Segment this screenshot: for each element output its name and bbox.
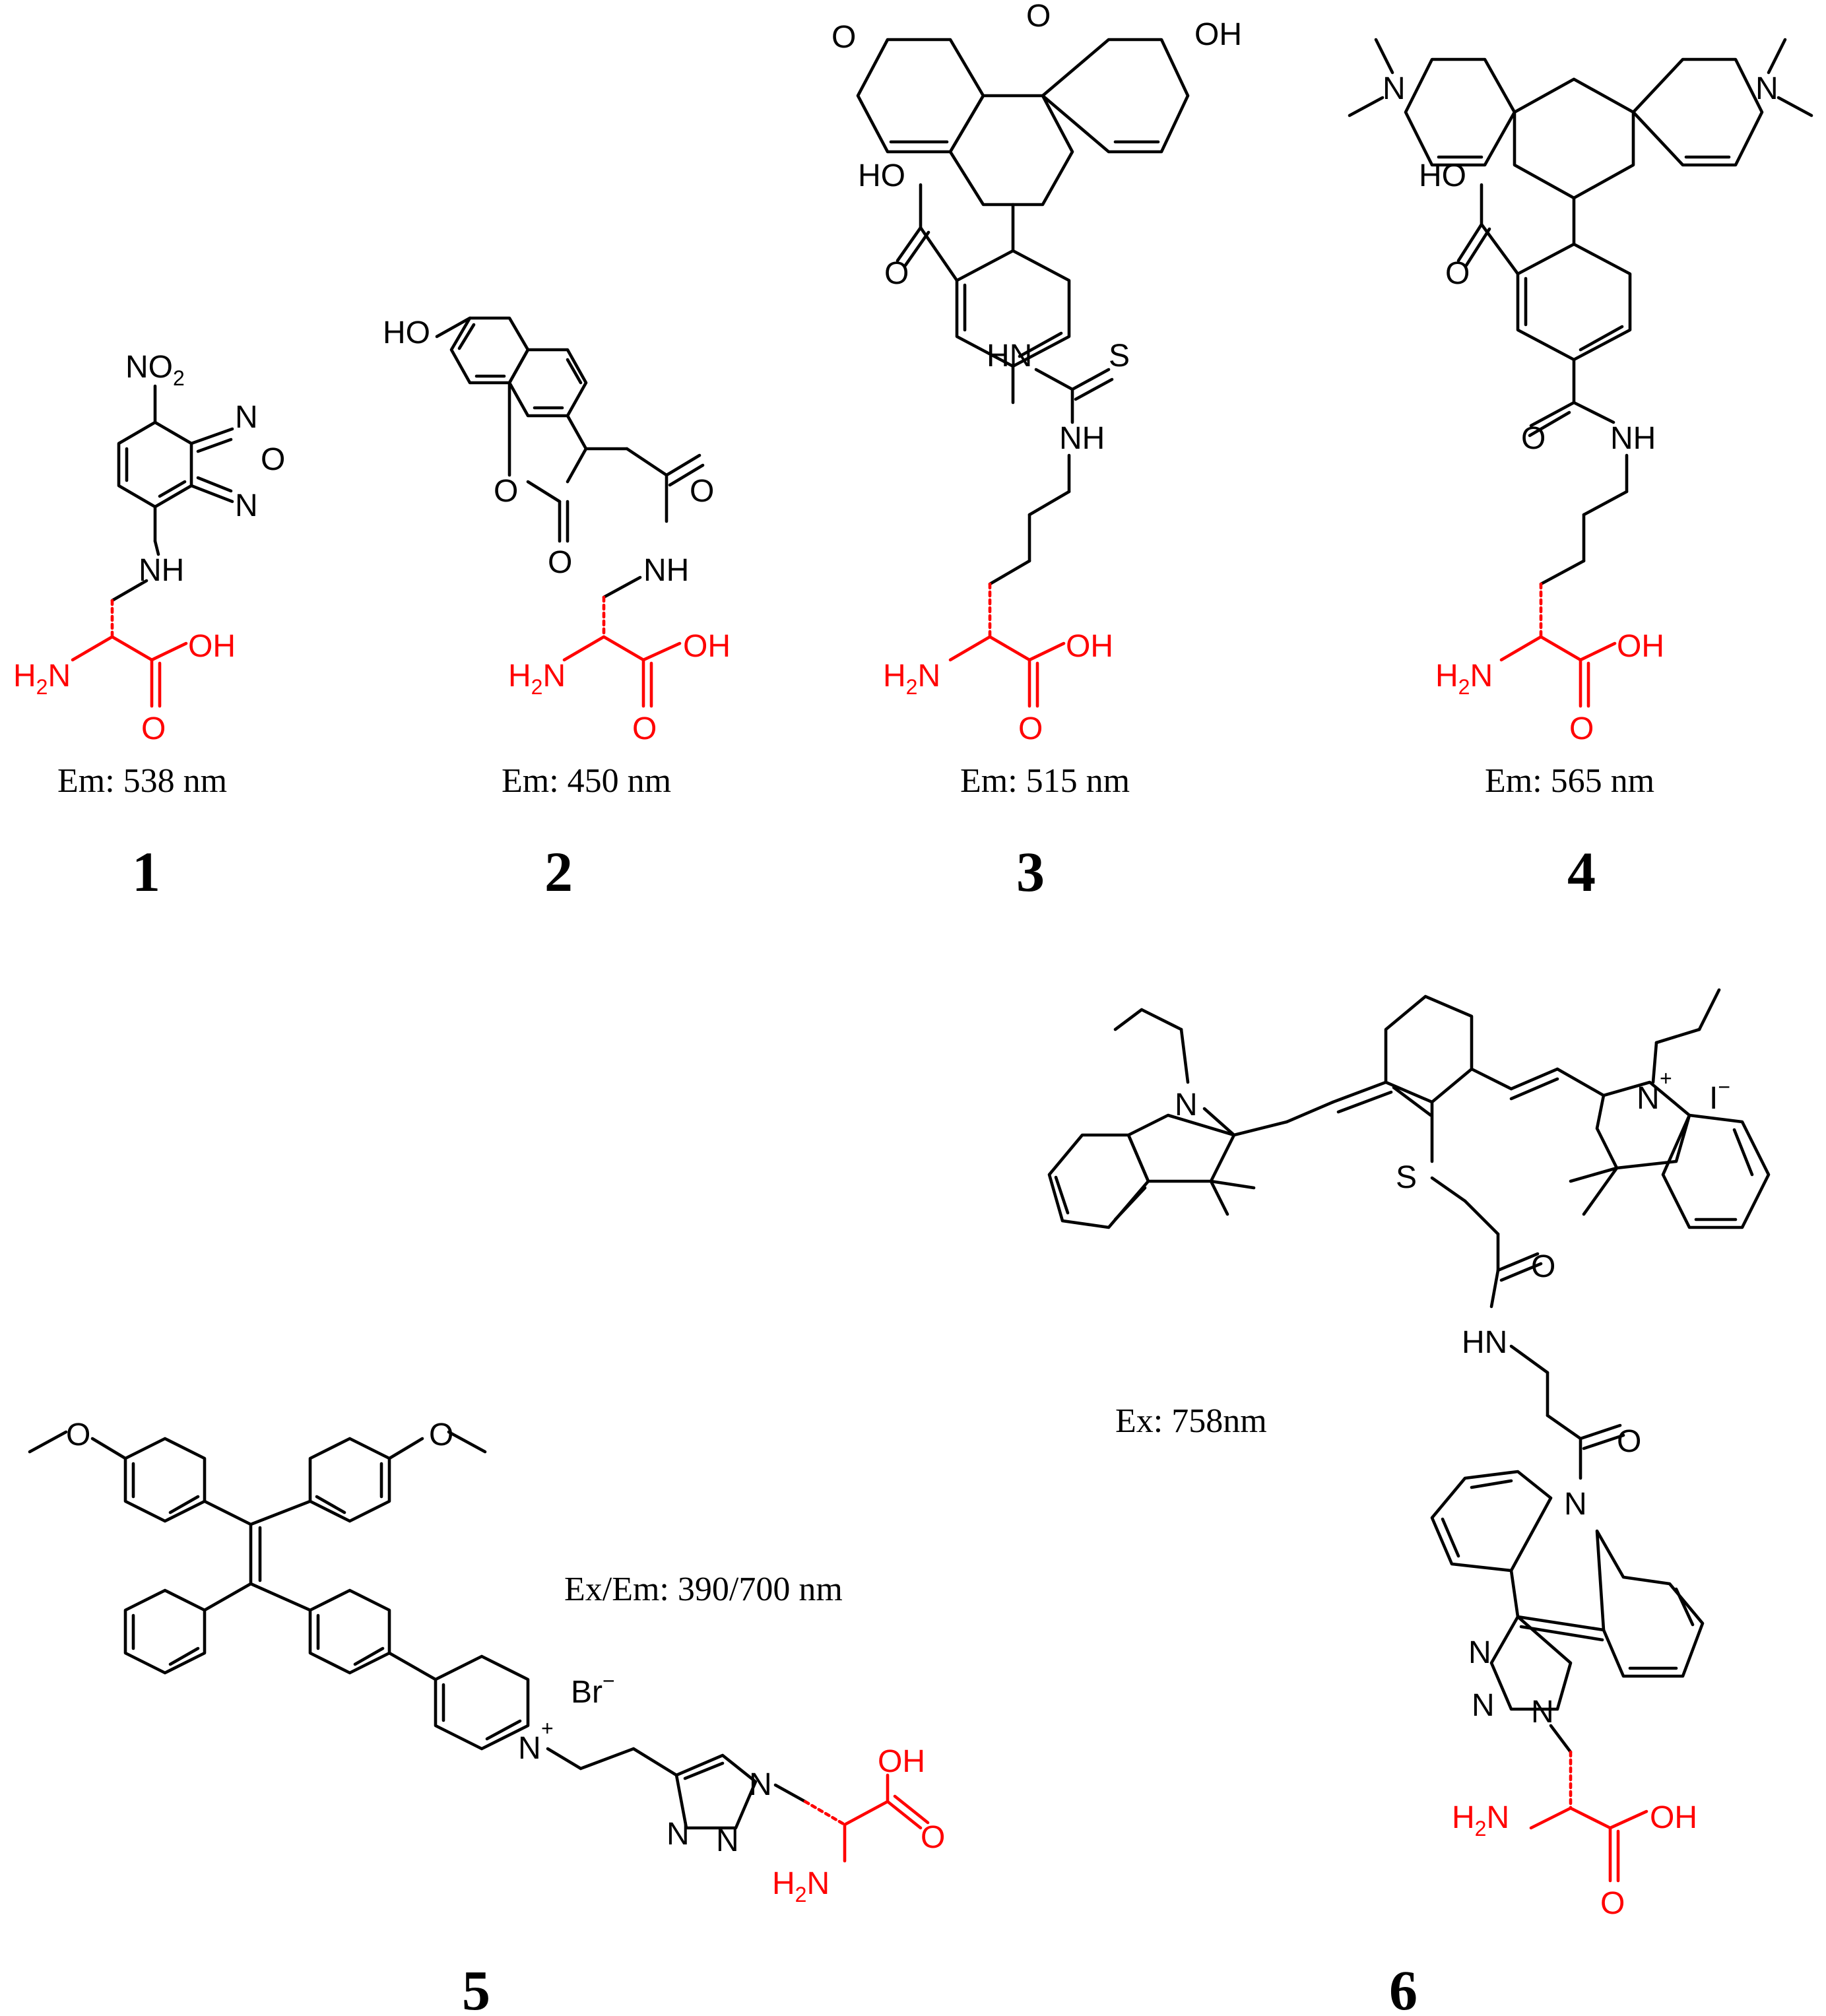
compound-4-caption: Em: 565 nm bbox=[1485, 762, 1654, 800]
compound-6-structure: N S O HN O N N + bbox=[1047, 988, 1771, 1921]
compound-3-caption: Em: 515 nm bbox=[960, 762, 1130, 800]
triazole-n3: N bbox=[1531, 1695, 1554, 1730]
carboxyl-oh: OH bbox=[188, 629, 236, 664]
carbonyl-o: O bbox=[141, 711, 166, 746]
triazole-n1: N bbox=[749, 1767, 772, 1802]
carboxyl-oh: OH bbox=[1617, 629, 1664, 664]
acid-o: O bbox=[884, 256, 909, 291]
amide-hn: HN bbox=[1462, 1325, 1507, 1360]
amide-nh: NH bbox=[643, 553, 689, 588]
compound-3-structure: O O OH HO O HN S NH H2N bbox=[831, 0, 1242, 746]
amine-h2n: H2N bbox=[508, 659, 566, 699]
amine-h2n: H2N bbox=[1452, 1800, 1509, 1840]
methoxy-o-right: O bbox=[429, 1417, 453, 1452]
phenol-oh: OH bbox=[1194, 17, 1242, 52]
indole-n-right: N bbox=[1637, 1081, 1660, 1116]
acid-o: O bbox=[1445, 256, 1470, 291]
dimethylamino-n-right: N bbox=[1755, 71, 1778, 106]
compound-2-caption: Em: 450 nm bbox=[502, 762, 671, 800]
pyridinium-n: N bbox=[518, 1731, 541, 1766]
amide-o: O bbox=[690, 474, 714, 509]
ring-o: O bbox=[494, 474, 518, 509]
dimethylamino-n-left: N bbox=[1383, 71, 1406, 106]
thiourea-hn: HN bbox=[987, 339, 1032, 374]
amine-h2n: H2N bbox=[1435, 659, 1493, 699]
carbonyl-o: O bbox=[921, 1820, 945, 1855]
amide-o-2: O bbox=[1617, 1424, 1641, 1459]
compound-3-number: 3 bbox=[1016, 840, 1045, 903]
amine-h2n: H2N bbox=[883, 659, 940, 699]
furazan-n-top: N bbox=[235, 400, 258, 435]
carbonyl-o: O bbox=[1018, 711, 1043, 746]
xanthene-o: O bbox=[1026, 0, 1051, 34]
amide-o: O bbox=[1521, 421, 1546, 456]
amine-h2n: H2N bbox=[772, 1866, 830, 1906]
iodide-label: I− bbox=[1709, 1075, 1730, 1116]
amine-h2n: H2N bbox=[13, 659, 71, 699]
carboxyl-oh: OH bbox=[1650, 1800, 1697, 1835]
compound-2-structure: HO O O O NH H2N OH O bbox=[383, 315, 731, 746]
compound-1-number: 1 bbox=[132, 840, 160, 903]
furazan-n-bottom: N bbox=[235, 488, 258, 523]
carboxyl-oh: OH bbox=[683, 629, 731, 664]
acid-ho: HO bbox=[858, 158, 905, 193]
compound-5-structure: O O N + Br− N N N bbox=[28, 1417, 945, 1906]
indole-n-left: N bbox=[1175, 1088, 1198, 1122]
triazole-n2: N bbox=[716, 1823, 739, 1858]
triazole-n1: N bbox=[1468, 1635, 1491, 1670]
compound-6-number: 6 bbox=[1389, 1959, 1418, 2016]
hydroxy-label: HO bbox=[383, 315, 430, 350]
compound-4-structure: N N HO O O NH H2N bbox=[1348, 38, 1813, 746]
amide-o-1: O bbox=[1531, 1249, 1555, 1284]
thiourea-nh: NH bbox=[1059, 421, 1105, 456]
methoxy-o-left: O bbox=[66, 1417, 90, 1452]
carboxyl-oh: OH bbox=[1066, 629, 1113, 664]
azocine-n: N bbox=[1564, 1487, 1587, 1522]
triazole-n3: N bbox=[667, 1817, 690, 1852]
compound-4-number: 4 bbox=[1567, 840, 1596, 903]
compound-1-caption: Em: 538 nm bbox=[57, 762, 227, 800]
carbonyl-o: O bbox=[1600, 1886, 1625, 1921]
compound-5-caption: Ex/Em: 390/700 nm bbox=[564, 1571, 843, 1608]
compound-5-number: 5 bbox=[462, 1959, 490, 2016]
triazole-n2: N bbox=[1472, 1688, 1495, 1723]
bromide-label: Br− bbox=[571, 1669, 615, 1710]
compound-2-number: 2 bbox=[544, 840, 573, 903]
furazan-o: O bbox=[261, 442, 285, 477]
nitro-group-label: NO2 bbox=[125, 350, 185, 390]
acid-ho: HO bbox=[1419, 158, 1466, 193]
amide-nh: NH bbox=[1610, 421, 1656, 456]
thione-s: S bbox=[1109, 339, 1130, 374]
lactone-o: O bbox=[548, 545, 572, 580]
carbonyl-o: O bbox=[1569, 711, 1594, 746]
compound-6-caption: Ex: 758nm bbox=[1115, 1402, 1267, 1440]
pyridinium-charge: + bbox=[541, 1716, 554, 1740]
keto-o: O bbox=[831, 20, 856, 55]
thioether-s: S bbox=[1396, 1160, 1417, 1195]
compound-1-structure: NO2 N O N NH H2N OH O bbox=[13, 350, 285, 746]
indolium-charge: + bbox=[1660, 1066, 1672, 1090]
carboxyl-oh: OH bbox=[878, 1744, 925, 1779]
carbonyl-o: O bbox=[632, 711, 657, 746]
